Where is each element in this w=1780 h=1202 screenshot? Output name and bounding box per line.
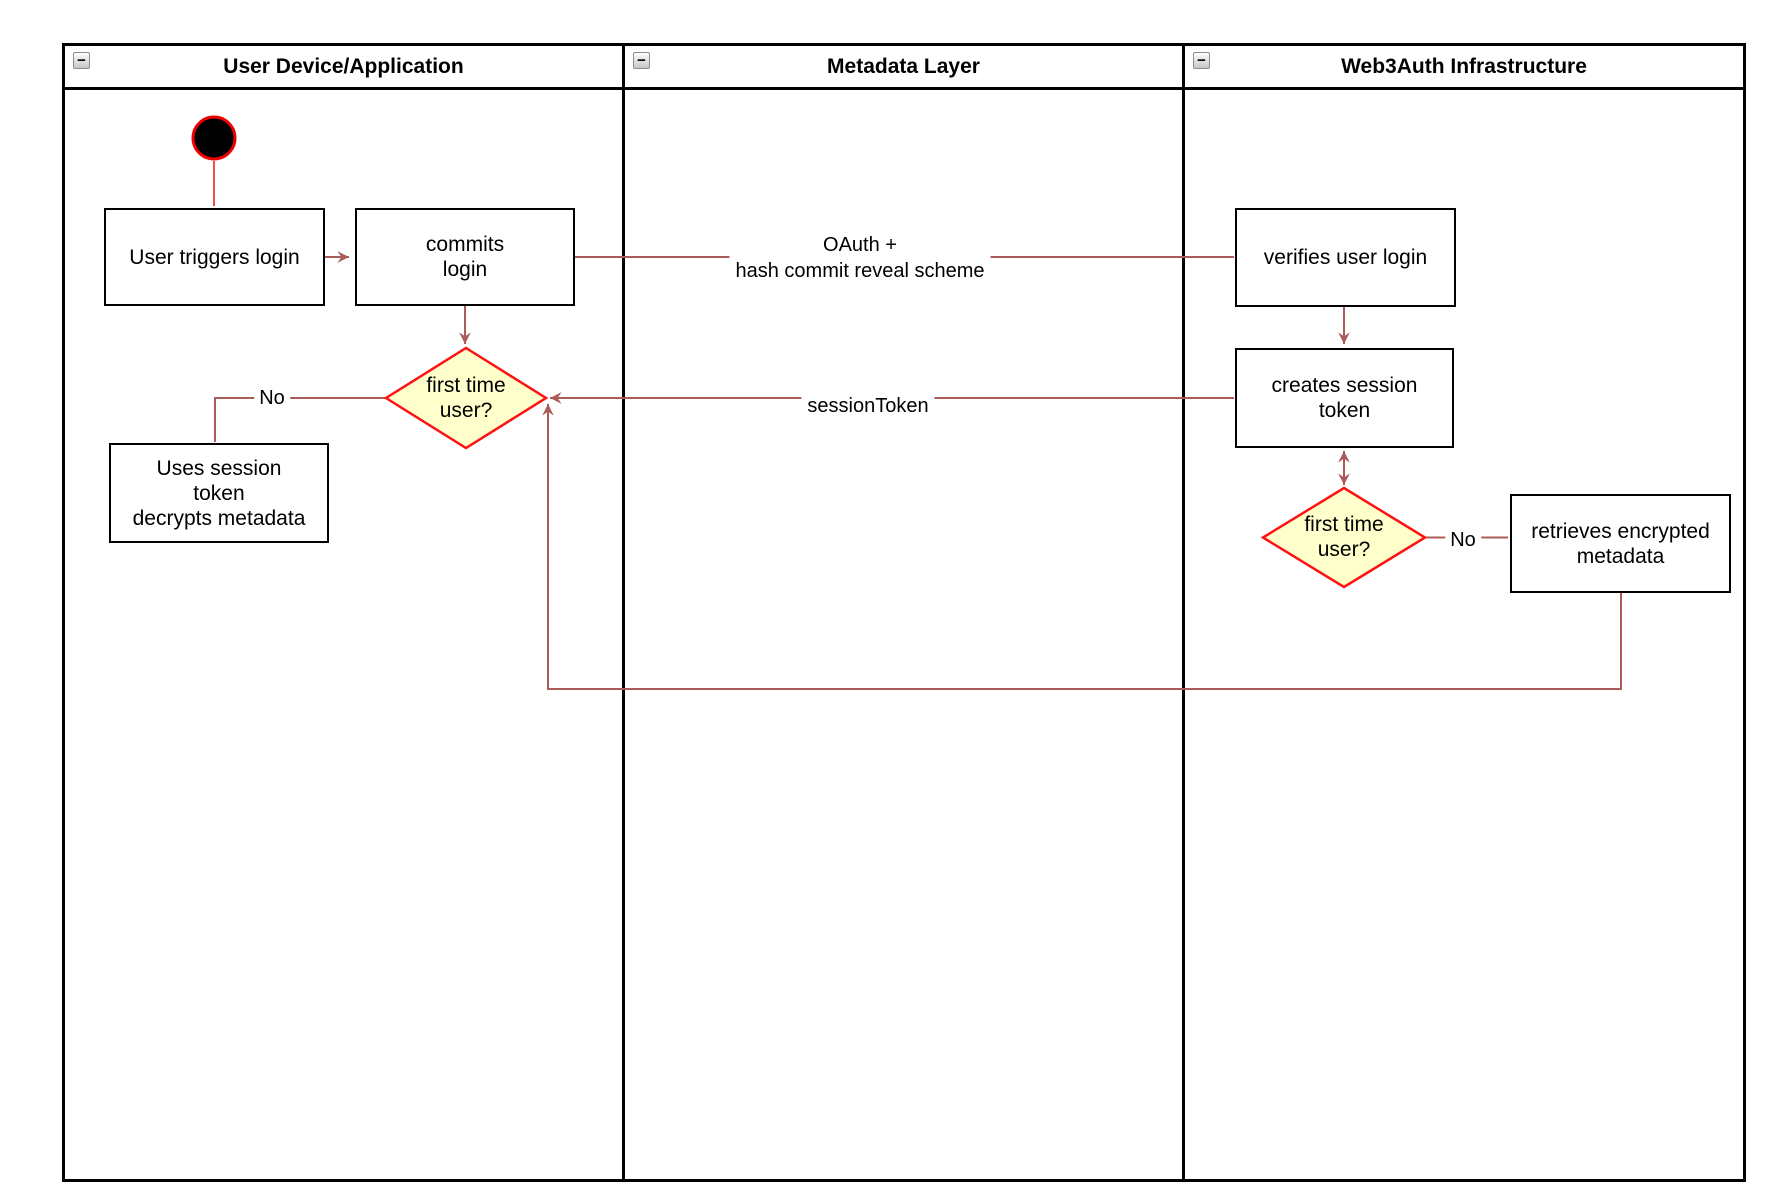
node-user-triggers-login: User triggers login: [104, 208, 325, 306]
collapse-lane-button[interactable]: −: [1193, 52, 1210, 69]
edge-label-no-infra: No: [1445, 527, 1481, 553]
node-verifies-user-login: verifies user login: [1235, 208, 1456, 307]
decision-label-first-time-user-infra: first time user?: [1304, 513, 1384, 561]
edge-retrieves-feedback-to-first-time-device: [542, 404, 1622, 690]
decision-first-time-user-device: [383, 346, 549, 450]
lane-header-user-device: − User Device/Application: [65, 46, 622, 87]
collapse-lane-button[interactable]: −: [633, 52, 650, 69]
lane-header-divider: [62, 87, 1746, 90]
minus-icon: −: [637, 52, 646, 69]
lane-header-web3auth-infrastructure: − Web3Auth Infrastructure: [1185, 46, 1743, 87]
collapse-lane-button[interactable]: −: [73, 52, 90, 69]
lane-separator-2: [1182, 43, 1185, 1182]
lane-title-metadata-layer: Metadata Layer: [827, 54, 980, 78]
edge-label-session-token: sessionToken: [801, 393, 935, 419]
lane-header-metadata-layer: − Metadata Layer: [625, 46, 1182, 87]
lane-separator-1: [622, 43, 625, 1182]
minus-icon: −: [1197, 52, 1206, 69]
decision-label-first-time-user-device: first time user?: [426, 374, 506, 422]
initial-node: [191, 115, 237, 161]
minus-icon: −: [77, 52, 86, 69]
decision-first-time-user-infra: [1260, 486, 1428, 589]
lane-title-user-device: User Device/Application: [223, 54, 464, 78]
edge-label-no-device: No: [254, 385, 290, 411]
node-creates-session-token: creates session token: [1235, 348, 1454, 448]
node-uses-session-token: Uses session token decrypts metadata: [109, 443, 329, 543]
edge-label-oauth-hash-commit-reveal: OAuth + hash commit reveal scheme: [729, 232, 991, 284]
node-retrieves-encrypted-metadata: retrieves encrypted metadata: [1510, 494, 1731, 593]
swimlane-pool-border: [62, 43, 1746, 1182]
lane-title-web3auth-infrastructure: Web3Auth Infrastructure: [1341, 54, 1587, 78]
edge-no-to-uses-session-token: [214, 397, 386, 442]
node-commits-login: commits login: [355, 208, 575, 306]
